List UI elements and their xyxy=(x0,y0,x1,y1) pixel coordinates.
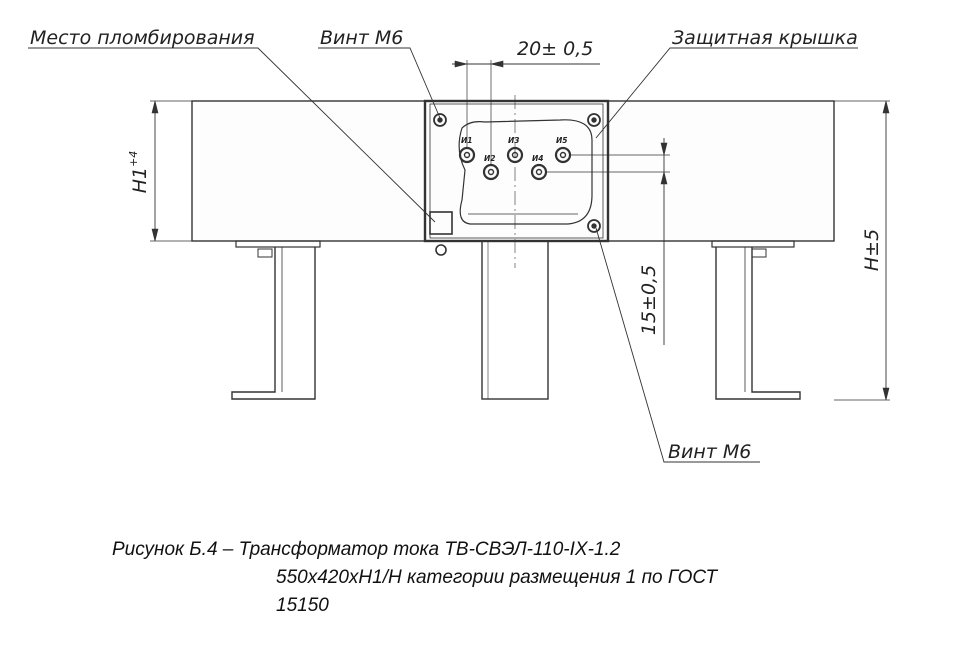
dim-h-arrow-bottom xyxy=(882,387,890,401)
leader-screw-top xyxy=(318,47,441,119)
seal-block xyxy=(429,211,453,235)
transformer-housing xyxy=(191,100,835,242)
right-bracket xyxy=(715,247,801,400)
left-nut xyxy=(257,248,273,258)
terminal-label-4: И4 xyxy=(532,154,544,163)
dim-15-label: 15±0,5 xyxy=(638,265,660,335)
leader-screw-bottom xyxy=(595,227,760,463)
dim-20-arrow-left xyxy=(454,60,468,68)
right-bracket-plate xyxy=(711,240,795,248)
center-support xyxy=(481,240,549,400)
corner-screw-tr xyxy=(587,113,601,127)
dim-15-arrow-top xyxy=(660,142,668,156)
dim-h1-base: H1 xyxy=(129,167,151,193)
dim-20-label: 20± 0,5 xyxy=(517,38,593,60)
terminal-label-1: И1 xyxy=(461,136,473,145)
corner-screw-br xyxy=(587,219,601,233)
terminal-label-3: И3 xyxy=(508,136,520,145)
dim-h-arrow-top xyxy=(882,100,890,114)
dim-h1-label: H1+4 xyxy=(127,151,151,194)
label-screw-top: Винт М6 xyxy=(320,27,403,49)
terminal-box-inner xyxy=(429,103,604,239)
caption-line-3: 15150 xyxy=(276,595,329,616)
left-bracket-plate xyxy=(235,240,321,248)
leader-cover xyxy=(595,47,858,139)
label-cover: Защитная крышка xyxy=(672,27,858,49)
terminal-label-5: И5 xyxy=(556,136,568,145)
dim-h-label: H±5 xyxy=(861,229,883,271)
label-screw-bottom: Винт М6 xyxy=(668,441,751,463)
dim-h1-arrow-bottom xyxy=(151,228,159,242)
dim-h1-tolerance: +4 xyxy=(127,151,140,167)
dim-h1-arrow-top xyxy=(151,100,159,114)
right-nut xyxy=(751,248,767,258)
label-seal-place: Место пломбирования xyxy=(30,27,255,49)
left-bracket xyxy=(231,247,316,400)
leader-seal-place xyxy=(28,47,436,223)
dim-20-arrow-right xyxy=(490,60,504,68)
caption-line-1: Рисунок Б.4 – Трансформатор тока ТВ-СВЭЛ… xyxy=(112,539,621,560)
caption-line-2: 550х420хН1/Н категории размещения 1 по Г… xyxy=(276,567,718,588)
seal-pin xyxy=(435,244,447,256)
dim-15-arrow-bottom xyxy=(660,171,668,185)
terminal-label-2: И2 xyxy=(484,154,496,163)
protective-cover-outline xyxy=(458,119,593,225)
